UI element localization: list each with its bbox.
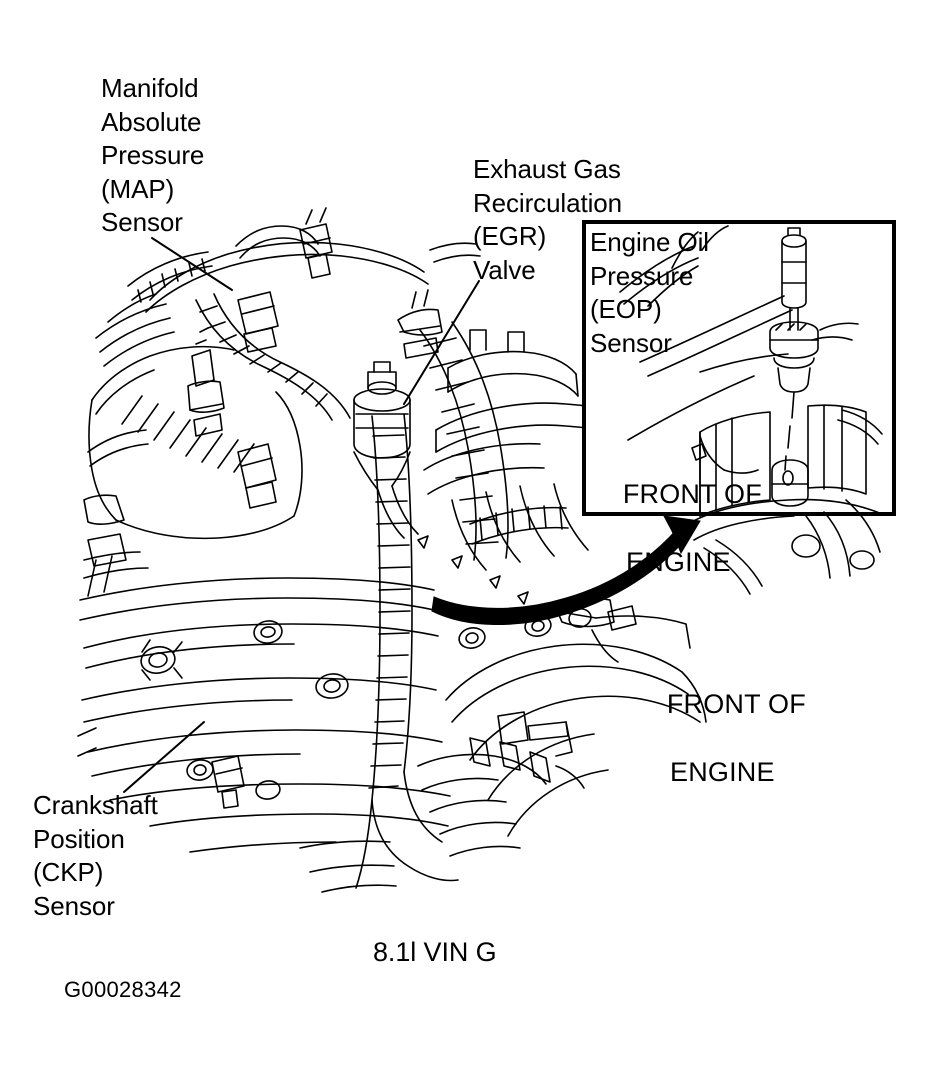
leader-line-egr [403,280,480,405]
label-ckp-sensor: Crankshaft Position (CKP) Sensor [33,790,158,921]
figure-id-label: G00028342 [64,977,182,1002]
front-of-engine-label-main: FRONT OF ENGINE [636,653,806,857]
front-of-engine-line2: ENGINE [670,757,775,787]
front-of-engine-inset-line2: ENGINE [626,547,731,577]
front-of-engine-line1: FRONT OF [666,689,806,719]
label-egr-valve: Exhaust Gas Recirculation (EGR) Valve [473,154,622,285]
engine-caption: 8.1l VIN G [373,937,497,967]
label-eop-sensor: Engine Oil Pressure (EOP) Sensor [590,227,709,358]
front-of-engine-label-inset: FRONT OF ENGINE [592,443,762,647]
front-of-engine-inset-line1: FRONT OF [622,479,762,509]
leader-line-ckp [123,721,205,793]
leader-line-map [151,237,233,291]
label-map-sensor: Manifold Absolute Pressure (MAP) Sensor [101,73,205,237]
